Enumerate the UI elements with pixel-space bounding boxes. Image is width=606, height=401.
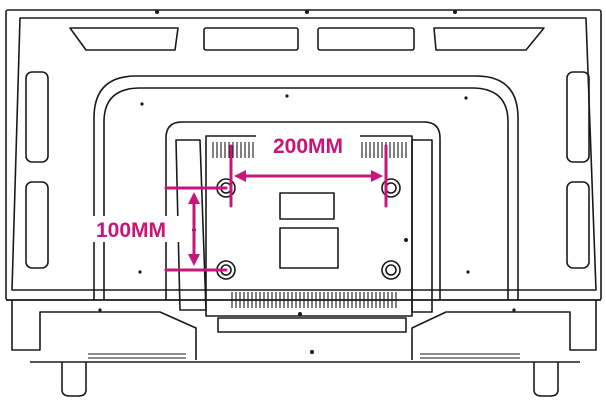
top-right-vent bbox=[361, 142, 407, 158]
top-left-vent bbox=[212, 142, 258, 158]
right-slot-lower bbox=[566, 181, 590, 269]
top-slot-1 bbox=[69, 27, 179, 51]
tv-bezel bbox=[11, 17, 597, 291]
top-slot-4 bbox=[433, 27, 545, 51]
right-slot-upper bbox=[566, 71, 590, 163]
left-foot bbox=[61, 362, 87, 397]
base-vent-left bbox=[88, 353, 186, 359]
bottom-left-bracket bbox=[11, 300, 197, 360]
mounting-plate-inner bbox=[205, 135, 413, 317]
screw-dots bbox=[98, 10, 516, 354]
vesa-hole-bottom-right bbox=[381, 260, 401, 280]
bottom-right-bracket bbox=[411, 300, 597, 360]
label-plate-lower bbox=[279, 227, 339, 269]
top-slot-3 bbox=[317, 27, 415, 51]
dimension-200-arrow-left bbox=[234, 170, 246, 182]
label-100-bg bbox=[78, 216, 184, 242]
label-plate-upper bbox=[279, 192, 335, 220]
top-slot-2 bbox=[203, 27, 299, 51]
back-cover-outline bbox=[93, 75, 519, 300]
left-slot-upper bbox=[25, 71, 49, 163]
dimension-100-arrow-top bbox=[188, 192, 200, 204]
left-post bbox=[175, 139, 207, 311]
horizontal-spacing-label: 200MM bbox=[273, 135, 343, 158]
right-post bbox=[411, 139, 433, 313]
right-foot bbox=[533, 362, 559, 397]
left-slot-lower bbox=[25, 181, 49, 269]
back-cover-inner-outline bbox=[103, 87, 509, 300]
dimension-100-arrow-bottom bbox=[188, 254, 200, 266]
bottom-center-bar bbox=[217, 317, 407, 333]
dimension-200-arrow-right bbox=[371, 170, 383, 182]
label-200-bg bbox=[256, 132, 360, 158]
mounting-plate bbox=[165, 121, 441, 300]
vertical-spacing-label: 100MM bbox=[96, 219, 166, 242]
base-vent-right bbox=[420, 353, 520, 359]
